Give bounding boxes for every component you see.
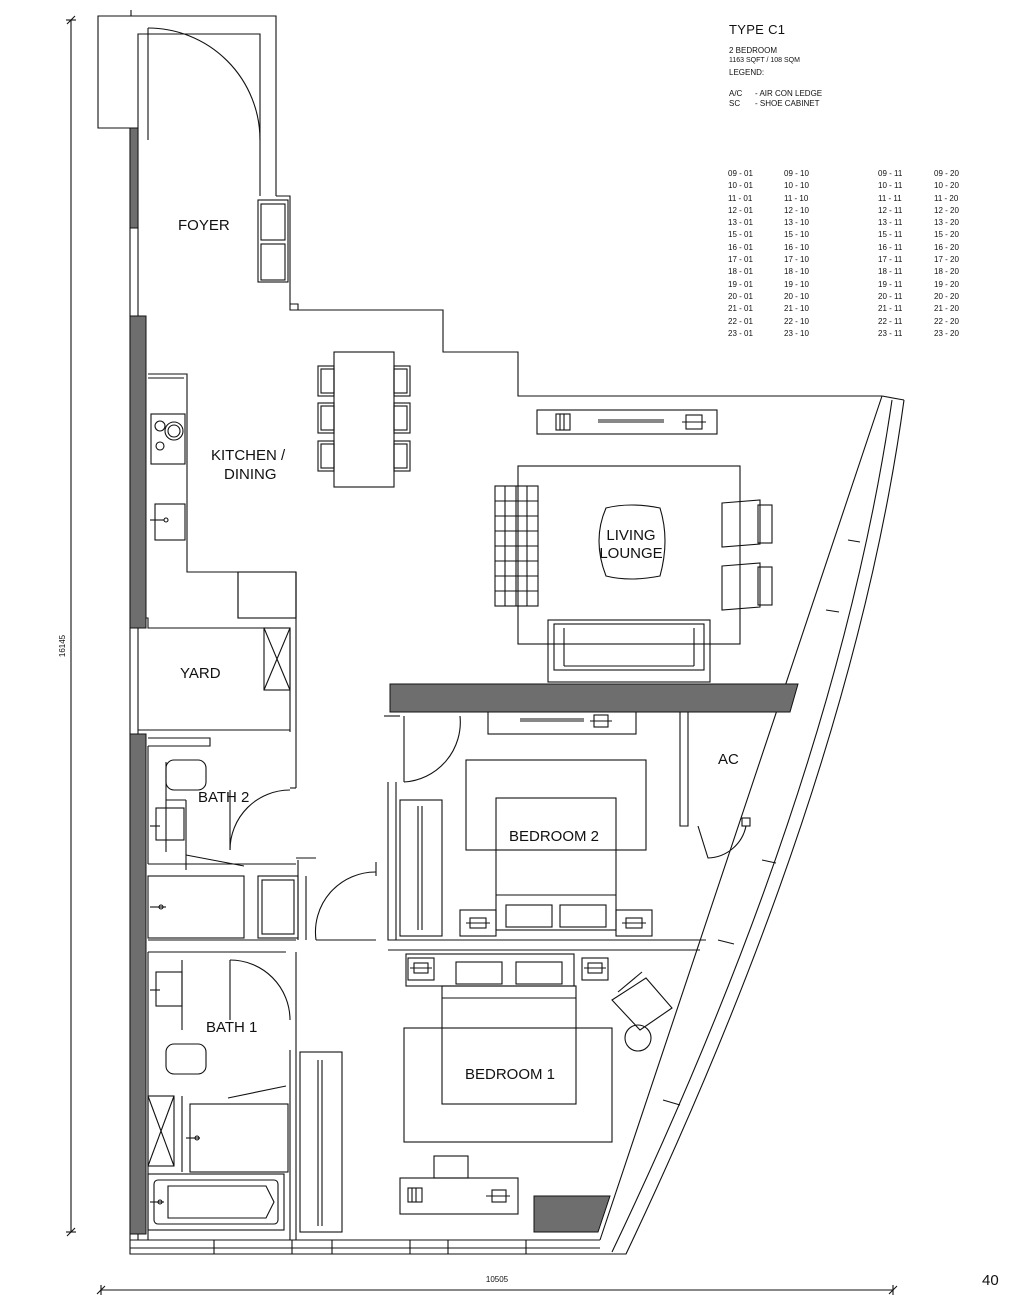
room-label-kitchen-line2: DINING — [224, 466, 277, 483]
bottom-window-marks — [213, 1240, 527, 1254]
unit-number: 13 - 01 — [728, 218, 753, 228]
unit-number: 22 - 01 — [728, 316, 753, 326]
unit-number: 16 - 01 — [728, 242, 753, 252]
unit-number: 15 - 20 — [934, 230, 959, 240]
unit-number: 13 - 11 — [878, 218, 903, 228]
room-label-kitchen-line1: KITCHEN / — [211, 447, 286, 464]
unit-number: 23 - 01 — [728, 328, 753, 338]
dining-table — [317, 351, 411, 488]
unit-number: 19 - 01 — [728, 279, 753, 289]
unit-number: 21 - 20 — [934, 304, 959, 314]
unit-number: 21 - 10 — [784, 304, 809, 314]
entrance-door — [97, 10, 277, 196]
unit-number: 23 - 10 — [784, 328, 809, 338]
unit-number: 23 - 11 — [878, 328, 903, 338]
unit-number: 17 - 11 — [878, 255, 903, 265]
room-label-ac: AC — [718, 751, 739, 768]
kitchen-counter — [148, 373, 297, 619]
unit-number: 22 - 20 — [934, 316, 959, 326]
shoe-cabinet — [257, 199, 289, 283]
unit-number: 13 - 10 — [784, 218, 809, 228]
corridor-doors — [305, 715, 461, 941]
unit-number: 13 - 20 — [934, 218, 959, 228]
unit-number: 15 - 01 — [728, 230, 753, 240]
unit-number: 19 - 20 — [934, 279, 959, 289]
unit-number: 12 - 11 — [878, 205, 903, 215]
legend-item: A/C- AIR CON LEDGE — [729, 89, 823, 98]
room-label-bath-2: BATH 2 — [198, 789, 249, 806]
unit-number: 12 - 01 — [728, 205, 753, 215]
unit-list-column-2: 09 - 10 10 - 10 11 - 10 12 - 10 13 - 10 15 - … — [784, 168, 809, 340]
room-label-bedroom-1: BEDROOM 1 — [465, 1066, 555, 1083]
unit-number: 16 - 20 — [934, 242, 959, 252]
unit-number: 20 - 20 — [934, 291, 959, 301]
unit-number: 09 - 01 — [728, 169, 753, 178]
unit-number: 11 - 20 — [934, 193, 959, 203]
solid-walls — [129, 127, 799, 1235]
living-tv-console — [536, 409, 718, 435]
unit-list-column-4: 09 - 20 10 - 20 11 - 20 12 - 20 13 - 20 15 - … — [934, 168, 959, 340]
legend-item: SC- SHOE CABINET — [729, 99, 820, 108]
living-furniture — [494, 465, 773, 683]
unit-number: 20 - 10 — [784, 291, 809, 301]
unit-number: 18 - 20 — [934, 267, 959, 277]
unit-number: 17 - 01 — [728, 255, 753, 265]
room-label-living-line1: LIVING — [606, 527, 655, 544]
room-label-yard: YARD — [180, 665, 221, 682]
unit-number: 09 - 11 — [878, 169, 903, 178]
room-label-bedroom-2: BEDROOM 2 — [509, 828, 599, 845]
unit-number: 19 - 11 — [878, 279, 903, 289]
legend-title: LEGEND: — [729, 68, 765, 77]
unit-number: 16 - 10 — [784, 242, 809, 252]
unit-number: 18 - 01 — [728, 267, 753, 277]
dimension-width-label: 10505 — [486, 1275, 509, 1284]
unit-area: 1163 SQFT / 108 SQM — [729, 57, 800, 64]
unit-number: 17 - 20 — [934, 255, 959, 265]
unit-number: 19 - 10 — [784, 279, 809, 289]
unit-number: 21 - 11 — [878, 304, 903, 314]
unit-number: 10 - 10 — [784, 181, 809, 191]
horizontal-dimension-line — [96, 1285, 898, 1295]
bedroom-2-furniture — [387, 707, 751, 941]
bedroom-1-furniture — [299, 949, 700, 1233]
page-number: 40 — [982, 1272, 999, 1289]
unit-number: 12 - 10 — [784, 205, 809, 215]
unit-list-column-1: 09 - 01 10 - 01 11 - 01 12 - 01 13 - 01 15 - … — [728, 168, 753, 340]
unit-number: 16 - 11 — [878, 242, 903, 252]
unit-number: 15 - 11 — [878, 230, 903, 240]
room-label-foyer: FOYER — [178, 217, 230, 234]
unit-info-block: TYPE C1 2 BEDROOM 1163 SQFT / 108 SQM LE… — [729, 22, 822, 109]
unit-type-title: TYPE C1 — [729, 22, 786, 37]
unit-number: 20 - 01 — [728, 291, 753, 301]
bedroom-count: 2 BEDROOM — [729, 46, 778, 55]
unit-number: 18 - 11 — [878, 267, 903, 277]
unit-number: 10 - 11 — [878, 181, 903, 191]
unit-number: 12 - 20 — [934, 205, 959, 215]
unit-number: 10 - 20 — [934, 181, 959, 191]
unit-number: 18 - 10 — [784, 267, 809, 277]
unit-number: 10 - 01 — [728, 181, 753, 191]
unit-number: 20 - 11 — [878, 291, 903, 301]
bath-2-fixtures — [147, 737, 316, 940]
dimension-height-label: 16145 — [58, 634, 67, 657]
vertical-dimension-line — [66, 15, 76, 1237]
curtain-wall-glazing — [599, 395, 905, 1255]
unit-number: 21 - 01 — [728, 304, 753, 314]
unit-number: 17 - 10 — [784, 255, 809, 265]
unit-number: 09 - 20 — [934, 169, 959, 178]
unit-number: 15 - 10 — [784, 230, 809, 240]
unit-number: 22 - 10 — [784, 316, 809, 326]
unit-number: 23 - 20 — [934, 328, 959, 338]
unit-number: 11 - 10 — [784, 193, 809, 203]
room-label-bath-1: BATH 1 — [206, 1019, 257, 1036]
unit-list-column-3: 09 - 11 10 - 11 11 - 11 12 - 11 13 - 11 15 - … — [878, 168, 902, 340]
room-label-living-line2: LOUNGE — [599, 545, 662, 562]
unit-number: 11 - 11 — [878, 193, 902, 203]
unit-number: 11 - 01 — [728, 193, 753, 203]
unit-number: 22 - 11 — [878, 316, 903, 326]
bath-1-fixtures — [147, 939, 297, 1240]
unit-number: 09 - 10 — [784, 169, 809, 178]
